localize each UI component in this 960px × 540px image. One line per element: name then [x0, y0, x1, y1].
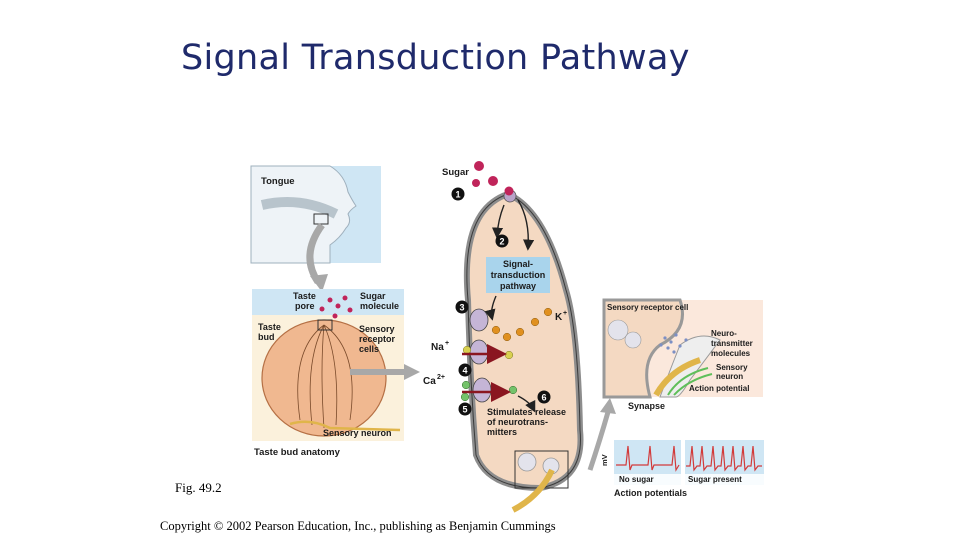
sugar-label: Sugar	[442, 167, 469, 178]
synapse-label: Synapse	[628, 401, 665, 411]
receptor-cell-body	[463, 190, 584, 492]
k-ion-label: K	[555, 312, 563, 323]
no-sugar-trace	[616, 445, 680, 472]
svg-text:of neurotrans-: of neurotrans-	[487, 417, 548, 427]
taste-bud-label: Taste	[258, 322, 281, 332]
slide-title: Signal Transduction Pathway	[181, 38, 690, 78]
tongue-label: Tongue	[261, 176, 295, 187]
signal-pathway-box	[486, 257, 550, 293]
tongue-zoom-box	[313, 213, 329, 225]
tongue-shape	[260, 197, 339, 219]
action-potentials-panel: mV No sugar Sugar present Action potenti…	[600, 440, 764, 498]
step-1: 1	[455, 190, 460, 200]
svg-text:pathway: pathway	[500, 281, 536, 291]
tongue-panel: Tongue	[250, 165, 381, 264]
taste-bud-panel: Taste pore Sugar molecule Taste bud Sens…	[252, 289, 404, 458]
step-6: 6	[541, 393, 546, 403]
svg-text:cells: cells	[359, 344, 379, 354]
svg-text:molecules: molecules	[711, 349, 751, 358]
neurotransmitter-label: Neuro-	[711, 329, 737, 338]
svg-text:receptor: receptor	[359, 334, 396, 344]
svg-text:2+: 2+	[437, 374, 445, 381]
svg-text:+: +	[445, 340, 449, 347]
svg-text:neuron: neuron	[716, 372, 743, 381]
action-potential-label: Action potential	[689, 384, 749, 393]
receptor-cell: Sugar Signal- transduction pathway	[423, 161, 584, 513]
sugar-molecule-label: Sugar	[360, 291, 386, 301]
svg-text:transmitter: transmitter	[711, 339, 753, 348]
bound-sugar	[504, 186, 514, 196]
neuron-ending	[511, 468, 555, 513]
bud-zoom-box	[317, 319, 333, 331]
step-markers	[451, 187, 551, 416]
svg-text:+: +	[563, 310, 567, 317]
copyright-notice: Copyright © 2002 Pearson Education, Inc.…	[160, 519, 556, 533]
svg-text:bud: bud	[258, 332, 275, 342]
svg-text:transduction: transduction	[491, 270, 546, 280]
synapse-panel: Sensory receptor cell Neuro- transmitter…	[602, 298, 763, 411]
signal-pathway-label: Signal-	[503, 259, 533, 269]
sugar-present-label: Sugar present	[688, 475, 742, 484]
action-potentials-label: Action potentials	[614, 488, 687, 498]
sensory-neuron-label: Sensory neuron	[323, 428, 392, 438]
step-4: 4	[462, 366, 467, 376]
step-3: 3	[459, 303, 464, 313]
ca-ion-label: Ca	[423, 376, 436, 387]
svg-text:pore: pore	[295, 301, 315, 311]
no-sugar-label: No sugar	[619, 475, 654, 484]
na-ion-label: Na	[431, 342, 444, 353]
mv-label: mV	[600, 454, 609, 466]
stimulates-release-label: Stimulates release	[487, 407, 566, 417]
sensory-neuron-fiber	[289, 420, 401, 432]
ca-channel	[472, 377, 492, 403]
na-channel	[469, 339, 489, 365]
sensory-receptor-cell-label: Sensory receptor cell	[607, 303, 688, 312]
svg-text:molecule: molecule	[360, 301, 399, 311]
sensory-neuron-right-label: Sensory	[716, 363, 748, 372]
taste-bud-anatomy-label: Taste bud anatomy	[254, 447, 341, 458]
taste-pore-label: Taste	[293, 291, 316, 301]
step-5: 5	[462, 405, 467, 415]
sensory-receptor-cells-label: Sensory	[359, 324, 395, 334]
sugar-present-trace	[686, 445, 762, 472]
k-channel	[469, 308, 489, 332]
vesicle	[517, 452, 537, 472]
face-profile	[250, 165, 357, 264]
step-2: 2	[499, 237, 504, 247]
taste-bud-top-bg	[252, 289, 404, 315]
figure-label: Fig. 49.2	[175, 480, 222, 495]
svg-text:mitters: mitters	[487, 427, 517, 437]
